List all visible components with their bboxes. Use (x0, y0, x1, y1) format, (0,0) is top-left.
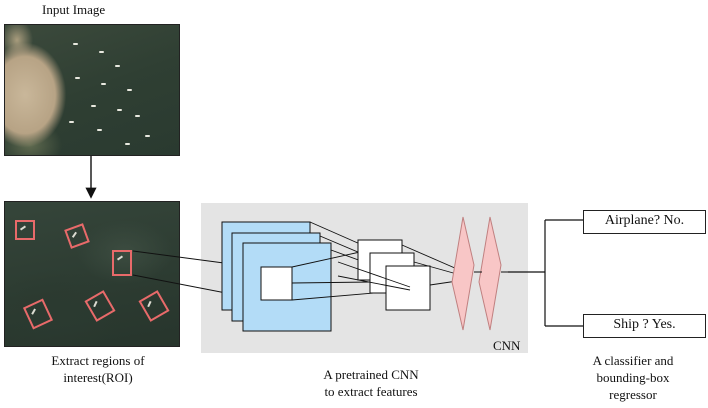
airplane-output-box: Airplane? No. (583, 210, 706, 234)
pool-connector (401, 244, 465, 273)
feature-connector (309, 221, 361, 245)
input-image-title: Input Image (42, 2, 106, 17)
fc-layer (478, 216, 502, 331)
roi-box (112, 250, 132, 276)
classifier-caption: A classifier and bounding-box regressor (592, 353, 674, 402)
roi-box (15, 220, 35, 240)
input-satellite-image (4, 24, 180, 156)
ship-output-box: Ship ? Yes. (583, 314, 706, 338)
pool-connector (337, 261, 411, 288)
pool-connector (337, 275, 411, 291)
roi-satellite-image (4, 201, 180, 347)
pooled-feature-box (385, 265, 431, 311)
fc-layer (451, 216, 475, 331)
roi-feature-patch (260, 266, 293, 301)
cnn-panel-label: CNN (493, 338, 521, 353)
feature-connector (291, 251, 361, 268)
feature-connector (291, 281, 373, 284)
roi-caption: Extract regions of interest(ROI) (51, 353, 145, 385)
cnn-caption: A pretrained CNN to extract features (323, 367, 419, 399)
